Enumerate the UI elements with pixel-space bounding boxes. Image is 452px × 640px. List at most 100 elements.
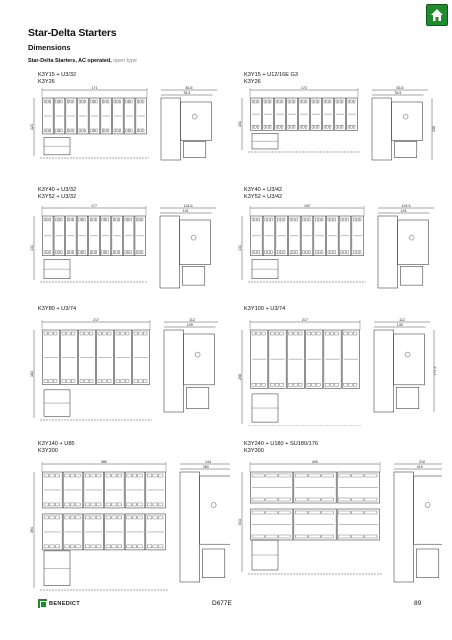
- terminal-screw: [329, 383, 335, 387]
- terminal-screw: [278, 125, 281, 129]
- terminal-screw: [251, 473, 265, 478]
- terminal-screw: [315, 250, 318, 254]
- terminal-screw: [67, 128, 70, 133]
- contactor-module: [262, 97, 274, 131]
- contactor-module: [104, 513, 125, 551]
- terminal-screw: [347, 125, 350, 129]
- terminal-screw: [92, 250, 95, 254]
- terminal-screw: [280, 250, 283, 254]
- dimension-label: 124.5: [434, 367, 436, 376]
- terminal-screw: [72, 128, 75, 133]
- terminal-screw: [107, 331, 112, 336]
- terminal-screw: [126, 544, 132, 549]
- dimension-drawing: 217183112109124.5: [28, 316, 218, 426]
- terminal-screw: [125, 331, 130, 336]
- terminal-screw: [137, 502, 143, 507]
- home-button[interactable]: [426, 4, 448, 26]
- terminal-screw: [106, 217, 109, 222]
- side-view-relay: [416, 548, 440, 578]
- terminal-screw: [75, 473, 81, 478]
- terminal-screw: [251, 383, 256, 387]
- terminal-screw: [278, 510, 291, 515]
- terminal-screw: [78, 99, 81, 104]
- dimension-drawing: 490543210419158: [236, 458, 442, 592]
- terminal-screw: [78, 250, 81, 254]
- terminal-screw: [90, 128, 93, 133]
- terminal-screw: [92, 217, 95, 222]
- terminal-screw: [54, 515, 60, 520]
- terminal-screw: [43, 99, 46, 104]
- terminal-screw: [270, 383, 275, 387]
- terminal-screw: [54, 544, 60, 549]
- model-line: K3Y40 + U3/32: [38, 187, 77, 193]
- terminal-screw: [254, 99, 257, 104]
- terminal-screw: [308, 497, 321, 502]
- terminal-screw: [340, 250, 343, 254]
- model-label: K3Y100 + U3/74: [244, 306, 285, 313]
- terminal-screw: [138, 379, 143, 383]
- terminal-screw: [257, 217, 260, 222]
- dimension-label: 210: [419, 460, 425, 464]
- dimension-label: 192: [304, 204, 310, 208]
- dimension-label: 131: [238, 245, 242, 251]
- terminal-screw: [66, 217, 69, 222]
- terminal-screw: [136, 250, 139, 254]
- model-label: K3Y240 + U180 + SU180/176 K3Y300: [244, 441, 318, 455]
- terminal-screw: [79, 379, 84, 383]
- terminal-screw: [295, 217, 298, 222]
- side-view-base: [371, 97, 392, 161]
- terminal-screw: [116, 473, 122, 478]
- terminal-screw: [127, 250, 130, 254]
- terminal-screw: [129, 250, 132, 254]
- terminal-screw: [343, 217, 346, 222]
- contactor-module: [77, 97, 89, 135]
- terminal-screw: [264, 217, 267, 222]
- terminal-screw: [280, 217, 283, 222]
- dimension-label: 131: [30, 245, 34, 251]
- terminal-screw: [43, 331, 48, 336]
- terminal-screw: [321, 510, 334, 515]
- terminal-screw: [279, 383, 284, 387]
- side-view-base: [163, 329, 184, 413]
- dimension-label: 124.5: [402, 204, 411, 208]
- dimension-label: 380: [101, 460, 107, 464]
- terminal-screw: [113, 217, 116, 222]
- model-line: K3Y26: [244, 79, 261, 85]
- terminal-screw: [251, 497, 265, 502]
- terminal-screw: [137, 473, 143, 478]
- terminal-screw: [43, 502, 49, 507]
- contactor-module: [65, 97, 77, 135]
- terminal-screw: [54, 473, 60, 478]
- contactor-module: [341, 329, 360, 389]
- terminal-screw: [90, 99, 93, 104]
- terminal-screw: [46, 99, 49, 104]
- contactor-module: [323, 329, 342, 389]
- terminal-screw: [139, 128, 142, 133]
- terminal-screw: [311, 383, 316, 387]
- model-line: K3Y15 + U12/16E G3: [244, 72, 298, 78]
- terminal-screw: [251, 250, 255, 254]
- dimension-label: 83.5: [186, 86, 193, 90]
- terminal-screw: [124, 250, 127, 254]
- terminal-screw: [147, 473, 153, 478]
- terminal-screw: [132, 502, 137, 507]
- contactor-module: [124, 513, 146, 551]
- terminal-screw: [64, 473, 70, 478]
- dimension-label: 280: [203, 465, 209, 469]
- model-line: K3Y26: [38, 79, 55, 85]
- side-view-knob: [408, 234, 415, 241]
- terminal-screw: [138, 250, 141, 254]
- terminal-screw: [61, 331, 66, 336]
- terminal-screw: [326, 125, 329, 129]
- terminal-screw: [254, 250, 257, 254]
- terminal-screw: [308, 217, 311, 222]
- terminal-screw: [263, 125, 266, 129]
- terminal-screw: [278, 534, 291, 539]
- contactor-module: [83, 513, 104, 551]
- terminal-screw: [152, 502, 158, 507]
- terminal-screw: [353, 250, 356, 254]
- terminal-screw: [261, 383, 266, 387]
- terminal-screw: [130, 99, 133, 104]
